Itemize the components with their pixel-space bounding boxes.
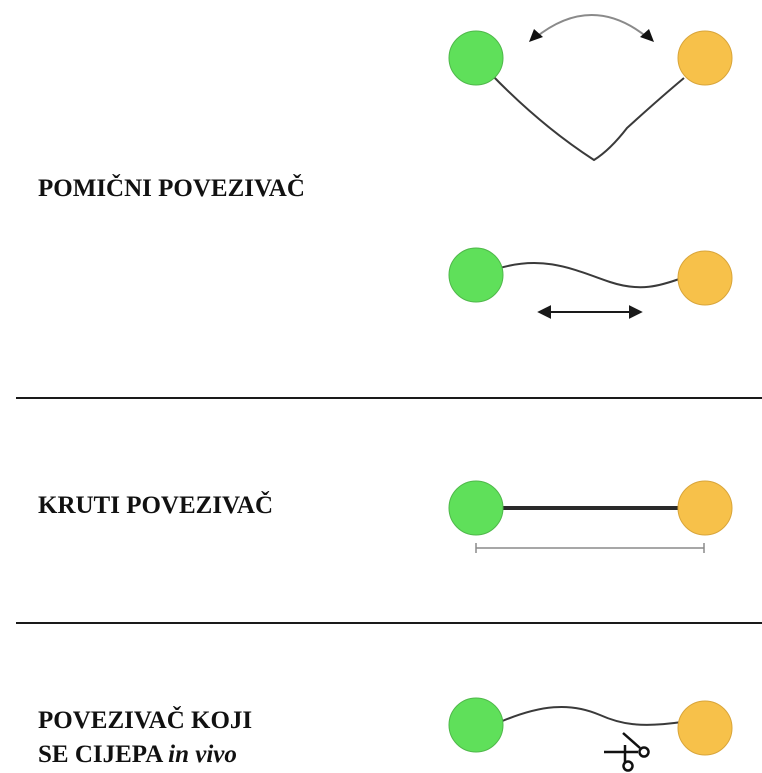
arrow-head-left-icon xyxy=(529,29,543,42)
domain-right-circle xyxy=(677,480,733,536)
domain-left-circle xyxy=(448,480,504,536)
linker-strand-wavy xyxy=(499,261,683,289)
cleavable-linker xyxy=(448,697,733,772)
section-divider-1 xyxy=(16,397,762,399)
domain-left-circle xyxy=(448,247,504,303)
domain-left-circle xyxy=(448,30,504,86)
flexible-linker-stretched xyxy=(448,247,733,319)
arrow-head-right-icon xyxy=(640,29,654,42)
flexible-linker-bent xyxy=(448,14,733,162)
label-cleavable-linker: POVEZIVAČ KOJI SE CIJEPA in vivo xyxy=(38,704,252,772)
label-cleavable-line2-text: SE CIJEPA xyxy=(38,741,169,768)
label-cleavable-line1: POVEZIVAČ KOJI xyxy=(38,707,253,734)
domain-left-circle xyxy=(448,697,504,753)
domain-right-circle xyxy=(677,250,733,306)
label-rigid-linker: KRUTI POVEZIVAČ xyxy=(38,492,273,519)
domain-right-circle xyxy=(677,700,733,756)
domain-right-circle xyxy=(677,30,733,86)
linker-strand-cleavable xyxy=(499,706,683,726)
rigid-linker xyxy=(448,480,733,553)
label-flexible-linker: POMIČNI POVEZIVAČ xyxy=(38,175,305,202)
curved-double-arrow-icon xyxy=(534,14,649,39)
label-cleavable-in-vivo: in vivo xyxy=(168,741,237,768)
label-cleavable-line2: SE CIJEPA in vivo xyxy=(38,738,252,772)
scissors-icon xyxy=(604,732,650,772)
linker-strand-bent xyxy=(489,72,685,162)
section-divider-2 xyxy=(16,622,762,624)
scale-bar-icon xyxy=(475,543,705,553)
